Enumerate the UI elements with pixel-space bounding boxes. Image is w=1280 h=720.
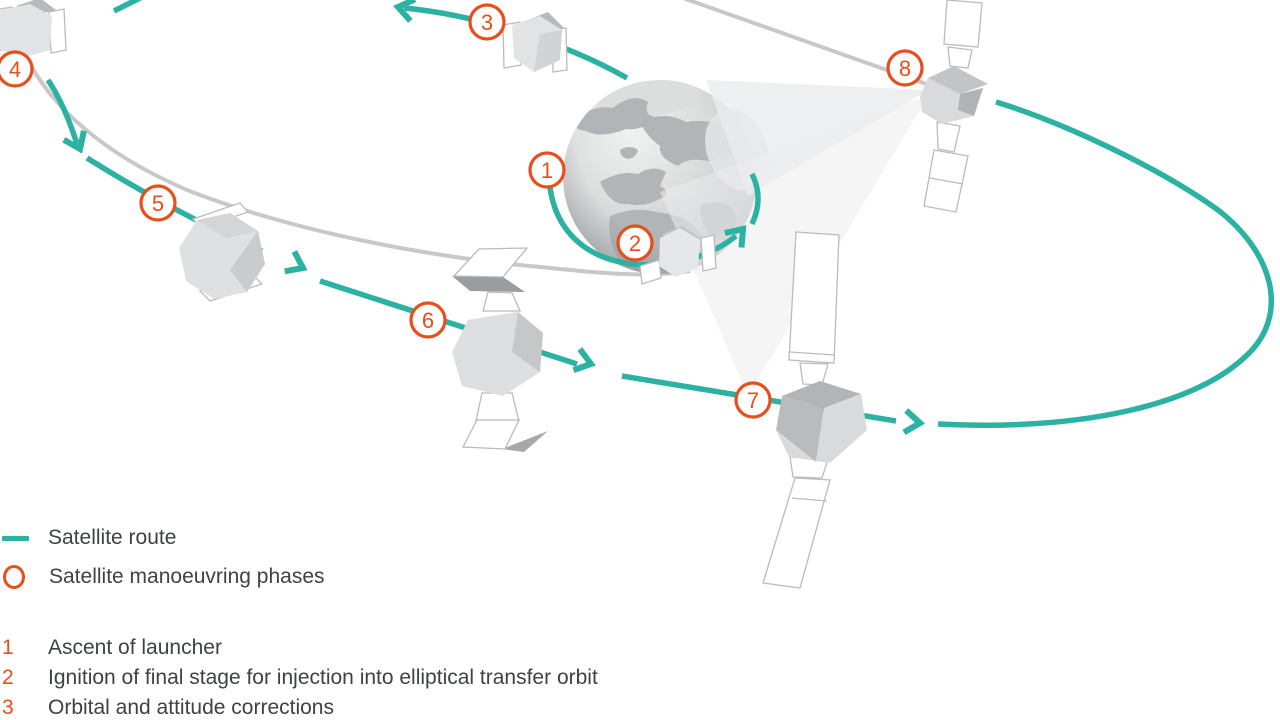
phase-list: 1 Ascent of launcher 2 Ignition of final… [2, 633, 598, 720]
svg-text:3: 3 [481, 10, 493, 35]
legend: Satellite route Satellite manoeuvring ph… [2, 526, 325, 604]
route-line-swatch [2, 535, 29, 541]
svg-text:7: 7 [747, 388, 759, 413]
svg-text:6: 6 [422, 308, 434, 333]
phase-marker-1: 1 [528, 151, 566, 189]
phase-marker-5: 5 [139, 184, 177, 222]
svg-text:1: 1 [541, 158, 553, 183]
satellite-icon-deploy-2 [762, 231, 867, 589]
signal-beam [660, 80, 929, 396]
phase-item-2: 2 Ignition of final stage for injection … [2, 663, 598, 693]
route-arrow-icon [284, 250, 308, 275]
phase-number: 2 [2, 666, 14, 689]
phase-marker-3: 3 [468, 3, 506, 41]
phase-marker-7: 7 [734, 381, 772, 419]
phase-marker-2: 2 [616, 224, 654, 262]
phase-text: Orbital and attitude corrections [48, 696, 334, 719]
svg-text:5: 5 [152, 191, 164, 216]
route-label: Satellite route [48, 526, 177, 549]
phase-marker-4: 4 [0, 50, 34, 88]
svg-text:8: 8 [899, 56, 911, 81]
satellite-icon-geo [920, 0, 988, 213]
satellite-icon-drift [179, 202, 265, 302]
phase-item-1: 1 Ascent of launcher [2, 633, 598, 663]
route-arrow-icon [902, 408, 926, 435]
svg-text:4: 4 [9, 57, 21, 82]
phase-marker-6: 6 [409, 301, 447, 339]
phase-markers: 1 2 3 4 5 6 7 8 [0, 3, 924, 419]
phases-label: Satellite manoeuvring phases [49, 565, 325, 588]
satellite-icon-correction [502, 12, 568, 73]
phase-circle-swatch [3, 565, 25, 589]
phase-text: Ascent of launcher [48, 636, 222, 659]
route-arrow-icon [62, 130, 87, 154]
phase-number: 3 [2, 696, 14, 719]
transfer-orbit-path [24, 55, 691, 277]
satellite-icon-apogee [0, 0, 67, 58]
phase-marker-8: 8 [886, 49, 924, 87]
satellite-icon-injection [639, 226, 717, 285]
phase-item-3: 3 Orbital and attitude corrections [2, 693, 598, 720]
route-arrow-icon [724, 225, 747, 248]
svg-text:2: 2 [629, 231, 641, 256]
route-arrow-icon [572, 347, 596, 373]
legend-route-row: Satellite route [2, 526, 325, 550]
legend-phases-row: Satellite manoeuvring phases [2, 565, 325, 589]
route-arrow-icon [393, 0, 417, 23]
phase-number: 1 [2, 636, 14, 659]
satellite-icon-deploy-1 [452, 247, 548, 452]
phase-text: Ignition of final stage for injection in… [48, 666, 598, 689]
